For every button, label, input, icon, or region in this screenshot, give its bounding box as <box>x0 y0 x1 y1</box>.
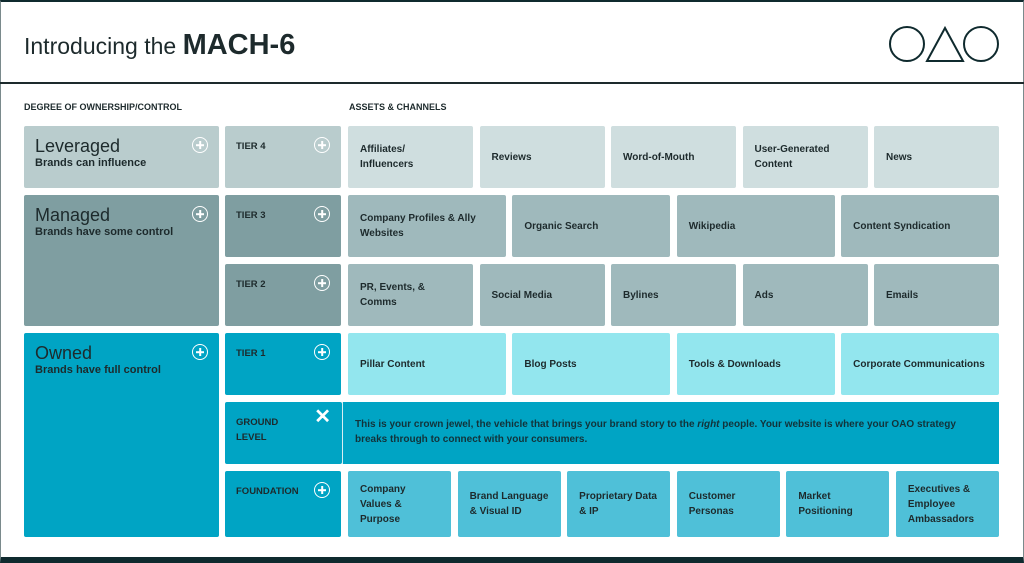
asset-card[interactable]: Pillar Content <box>348 333 506 395</box>
tier-label: TIER 4 <box>236 141 266 152</box>
tier-label: TIER 2 <box>236 279 266 290</box>
desc-text: people. Your website is where your OAO s… <box>355 419 956 445</box>
expand-plus-icon[interactable] <box>314 275 330 291</box>
expand-plus-icon[interactable] <box>314 344 330 360</box>
asset-card[interactable]: Reviews <box>479 126 605 188</box>
asset-card[interactable]: Emails <box>874 264 999 326</box>
asset-card[interactable]: Tools & Downloads <box>676 333 835 395</box>
ownership-managed[interactable]: Managed Brands have some control <box>24 195 219 326</box>
expand-plus-icon[interactable] <box>192 137 208 153</box>
tier-ground-level[interactable]: GROUND LEVEL ✕ <box>225 402 342 464</box>
expand-plus-icon[interactable] <box>314 482 330 498</box>
asset-card[interactable]: Company Values & Purpose <box>348 471 452 537</box>
ground-level-description: This is your crown jewel, the vehicle th… <box>342 402 999 464</box>
asset-card[interactable]: Affiliates/ Influencers <box>348 126 473 188</box>
asset-card[interactable]: Social Media <box>479 264 605 326</box>
ownership-owned[interactable]: Owned Brands have full control <box>24 333 219 537</box>
ownership-title: Owned <box>35 343 93 363</box>
page-title: Introducing the MACH-6 <box>24 29 295 62</box>
expand-plus-icon[interactable] <box>192 344 208 360</box>
tier-label: FOUNDATION <box>236 486 299 497</box>
asset-card[interactable]: News <box>874 126 999 188</box>
close-icon[interactable]: ✕ <box>314 406 331 428</box>
asset-card[interactable]: Market Positioning <box>786 471 890 537</box>
tier-4[interactable]: TIER 4 <box>225 126 341 188</box>
title-main: MACH-6 <box>182 29 296 61</box>
expand-plus-icon[interactable] <box>314 206 330 222</box>
asset-card[interactable]: Ads <box>742 264 868 326</box>
tier-3[interactable]: TIER 3 <box>225 195 341 257</box>
asset-card[interactable]: Blog Posts <box>512 333 671 395</box>
ownership-title: Managed <box>35 205 111 225</box>
asset-card[interactable]: Word-of-Mouth <box>611 126 736 188</box>
ownership-subtitle: Brands have full control <box>35 364 161 376</box>
ownership-subtitle: Brands have some control <box>35 226 174 238</box>
ownership-subtitle: Brands can influence <box>35 157 147 169</box>
desc-emphasis: right <box>697 419 720 430</box>
assets-label: ASSETS & CHANNELS <box>349 102 447 112</box>
ownership-label: DEGREE OF OWNERSHIP/CONTROL <box>24 102 183 112</box>
asset-card[interactable]: User-Generated Content <box>742 126 868 188</box>
asset-card[interactable]: Proprietary Data & IP <box>567 471 671 537</box>
tier-2[interactable]: TIER 2 <box>225 264 341 326</box>
asset-card[interactable]: Customer Personas <box>676 471 780 537</box>
header: Introducing the MACH-6 <box>0 2 1024 84</box>
expand-plus-icon[interactable] <box>192 206 208 222</box>
ownership-title: Leveraged <box>35 136 121 156</box>
title-prefix: Introducing the <box>24 33 177 59</box>
asset-card[interactable]: Brand Language & Visual ID <box>457 471 561 537</box>
asset-card[interactable]: Bylines <box>611 264 736 326</box>
asset-card[interactable]: Company Profiles & Ally Websites <box>348 195 506 257</box>
desc-text: This is your crown jewel, the vehicle th… <box>355 419 698 430</box>
ownership-leveraged[interactable]: Leveraged Brands can influence <box>24 126 219 188</box>
oao-logo-icon <box>889 25 999 62</box>
tier-1[interactable]: TIER 1 <box>225 333 341 395</box>
tier-label: GROUND LEVEL <box>236 417 279 443</box>
tier-foundation[interactable]: FOUNDATION <box>225 471 341 537</box>
expand-plus-icon[interactable] <box>314 137 330 153</box>
tier-label: TIER 1 <box>236 348 266 359</box>
tier-label: TIER 3 <box>236 210 266 221</box>
asset-card[interactable]: Executives & Employee Ambassadors <box>895 471 999 537</box>
asset-card[interactable]: Organic Search <box>512 195 671 257</box>
asset-card[interactable]: Wikipedia <box>676 195 835 257</box>
asset-card[interactable]: Content Syndication <box>841 195 999 257</box>
asset-card[interactable]: PR, Events, & Comms <box>348 264 473 326</box>
asset-card[interactable]: Corporate Communications <box>841 333 999 395</box>
